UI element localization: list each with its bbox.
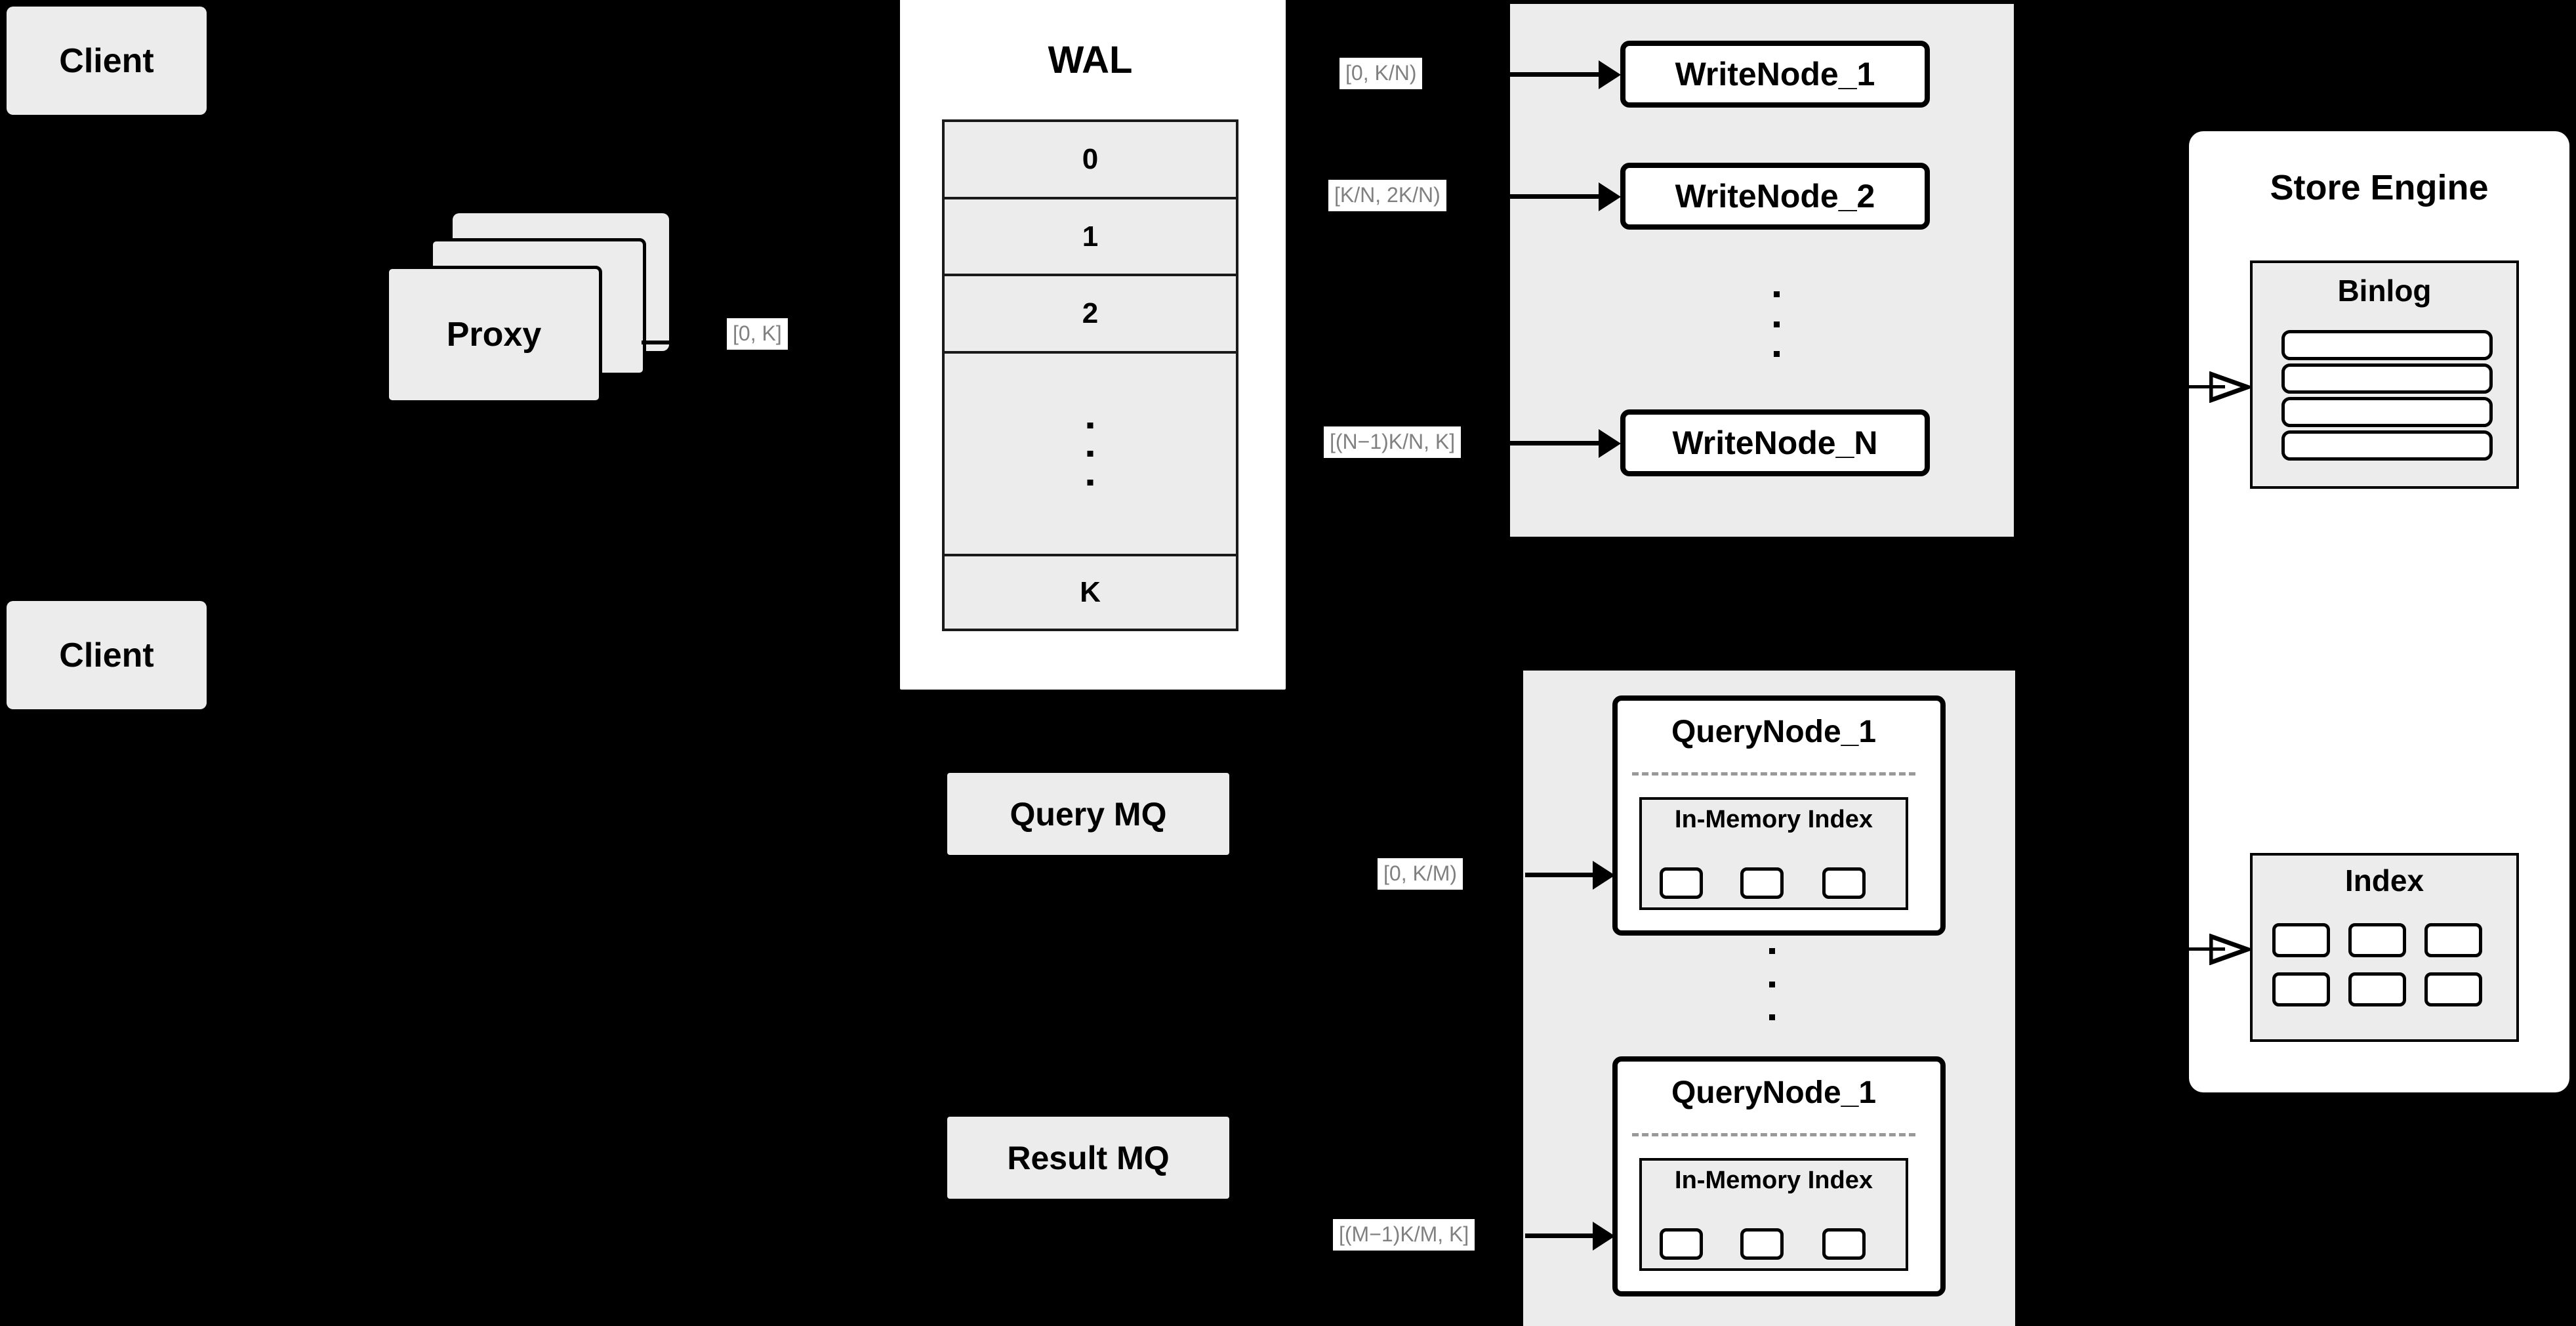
arrow-line-write-1 bbox=[1509, 72, 1601, 77]
wal-vertical-ellipsis-icon bbox=[1087, 422, 1094, 486]
query-node-m-index-chip-3[interactable] bbox=[1822, 1228, 1866, 1260]
arrow-line-to-binlog bbox=[2184, 385, 2225, 388]
query-mq-label: Query MQ bbox=[1010, 795, 1167, 833]
query-node-m-in-memory-index-label: In-Memory Index bbox=[1675, 1167, 1873, 1194]
wal-row-k[interactable]: K bbox=[1080, 576, 1101, 609]
arrow-head-write-n bbox=[1599, 429, 1621, 458]
index-cell-3[interactable] bbox=[2424, 923, 2482, 957]
client-label-1: Client bbox=[59, 41, 154, 80]
index-cell-5[interactable] bbox=[2348, 972, 2406, 1006]
write-node-2[interactable]: WriteNode_2 bbox=[1620, 163, 1930, 230]
arrow-line-query-1 bbox=[1525, 873, 1603, 877]
arrow-head-write-1 bbox=[1599, 60, 1621, 89]
arrow-line-write-2 bbox=[1509, 194, 1601, 199]
client-label-2: Client bbox=[59, 636, 154, 674]
proxy-label: Proxy bbox=[446, 316, 542, 354]
write-node-2-label: WriteNode_2 bbox=[1675, 178, 1875, 215]
wal-row-0[interactable]: 0 bbox=[945, 122, 1236, 199]
index-cell-1[interactable] bbox=[2272, 923, 2330, 957]
query-node-1-index-chip-2[interactable] bbox=[1740, 867, 1784, 899]
write-node-1-label: WriteNode_1 bbox=[1675, 56, 1875, 93]
arrow-line-to-index bbox=[2184, 947, 2225, 951]
write-node-n[interactable]: WriteNode_N bbox=[1620, 409, 1930, 476]
edge-label-mq-to-query-node-m: [(M−1)K/M, K] bbox=[1333, 1219, 1475, 1251]
arrow-head-write-2 bbox=[1599, 182, 1621, 211]
store-engine-title: Store Engine bbox=[2270, 168, 2489, 207]
index-title: Index bbox=[2344, 863, 2424, 898]
arrow-line-query-m bbox=[1525, 1233, 1603, 1238]
query-node-1-in-memory-index-label: In-Memory Index bbox=[1675, 806, 1873, 833]
edge-label-wal-to-write-node-2: [K/N, 2K/N) bbox=[1328, 180, 1446, 211]
binlog-row-4[interactable] bbox=[2281, 430, 2493, 461]
client-box-1[interactable]: Client bbox=[7, 7, 207, 115]
proxy-to-wal-connector bbox=[642, 341, 670, 344]
query-node-m-index-chip-1[interactable] bbox=[1660, 1228, 1703, 1260]
binlog-row-2[interactable] bbox=[2281, 363, 2493, 394]
binlog-row-1[interactable] bbox=[2281, 330, 2493, 360]
index-cell-2[interactable] bbox=[2348, 923, 2406, 957]
binlog-title: Binlog bbox=[2337, 274, 2432, 308]
edge-label-proxy-to-wal: [0, K] bbox=[727, 318, 788, 350]
query-node-1-index-chip-1[interactable] bbox=[1660, 867, 1703, 899]
edge-label-wal-to-write-node-1: [0, K/N) bbox=[1339, 58, 1423, 89]
arrow-head-query-1 bbox=[1593, 861, 1615, 890]
write-group-vertical-ellipsis-icon bbox=[1771, 291, 1782, 357]
wal-row-ellipsis bbox=[945, 354, 1236, 557]
query-node-1-divider bbox=[1632, 772, 1915, 776]
client-box-2[interactable]: Client bbox=[7, 601, 207, 709]
wal-table: 0 1 2 K bbox=[942, 119, 1238, 631]
edge-label-mq-to-query-node-1: [0, K/M) bbox=[1378, 858, 1463, 890]
binlog-row-3[interactable] bbox=[2281, 397, 2493, 427]
proxy-box[interactable]: Proxy bbox=[386, 266, 602, 404]
query-mq-box[interactable]: Query MQ bbox=[947, 773, 1229, 855]
index-cell-4[interactable] bbox=[2272, 972, 2330, 1006]
edge-label-wal-to-write-node-n: [(N−1)K/N, K] bbox=[1324, 426, 1462, 458]
query-node-m-index-chip-2[interactable] bbox=[1740, 1228, 1784, 1260]
index-cell-6[interactable] bbox=[2424, 972, 2482, 1006]
query-node-m-label: QueryNode_1 bbox=[1671, 1075, 1877, 1110]
query-node-1-label: QueryNode_1 bbox=[1671, 715, 1877, 749]
query-node-m-divider bbox=[1632, 1133, 1915, 1136]
query-group-vertical-ellipsis-icon bbox=[1767, 948, 1777, 1020]
write-node-1[interactable]: WriteNode_1 bbox=[1620, 41, 1930, 108]
result-mq-label: Result MQ bbox=[1007, 1139, 1170, 1176]
wal-row-1[interactable]: 1 bbox=[945, 199, 1236, 277]
wal-row-2[interactable]: 2 bbox=[945, 276, 1236, 354]
wal-title: WAL bbox=[1048, 39, 1133, 81]
arrow-head-query-m bbox=[1593, 1222, 1615, 1251]
write-node-n-label: WriteNode_N bbox=[1672, 425, 1878, 461]
arrow-line-write-n bbox=[1509, 441, 1601, 445]
query-node-1-index-chip-3[interactable] bbox=[1822, 867, 1866, 899]
result-mq-box[interactable]: Result MQ bbox=[947, 1117, 1229, 1199]
